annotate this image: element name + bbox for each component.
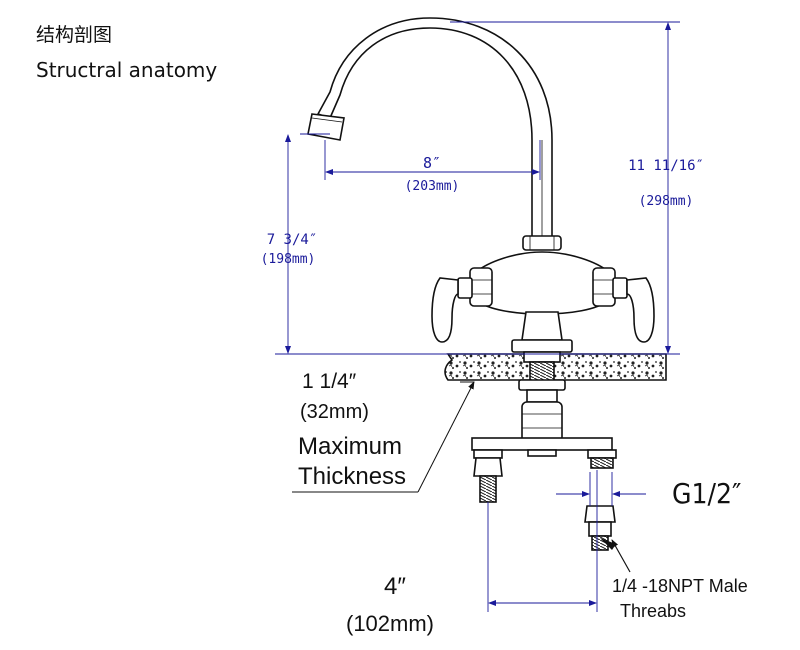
spout <box>317 17 553 239</box>
spout-reach-imperial: 8″ <box>423 154 441 172</box>
left-valve-nut <box>469 267 493 307</box>
spout-height-metric: (198mm) <box>261 252 316 267</box>
caption: 结构剖图 Structral anatomy <box>0 0 218 90</box>
thickness-label-thickness: Thickness <box>298 463 406 490</box>
base-column <box>521 311 563 341</box>
crossbar <box>471 437 613 451</box>
shank-spacing-metric: (102mm) <box>346 611 434 636</box>
spout-reach-metric: (203mm) <box>405 179 460 194</box>
total-height-metric: (298mm) <box>639 194 694 209</box>
left-lever-handle <box>431 277 459 343</box>
thickness-label-maximum: Maximum <box>298 433 402 460</box>
thickness-metric: (32mm) <box>300 401 369 423</box>
thickness-leader <box>292 381 475 493</box>
right-valve-nut <box>592 267 616 307</box>
aerator <box>307 113 345 141</box>
spout-collar <box>522 235 562 251</box>
npt-line1: 1/4 -18NPT Male <box>612 576 748 596</box>
total-height-imperial: 11 11/16″ <box>628 158 704 174</box>
base-flange <box>511 339 573 353</box>
thickness-imperial: 1 1/4″ <box>302 370 357 393</box>
thread-size-label: G1/2″ <box>672 477 741 510</box>
spout-height-imperial: 7 3/4″ <box>267 232 318 248</box>
faucet-body <box>307 17 655 353</box>
dimension-lines <box>275 21 680 612</box>
chinese-title: 结构剖图 <box>36 24 113 46</box>
shank-spacing-imperial: 4″ <box>384 573 406 600</box>
valve-body <box>475 251 610 315</box>
deck-slab <box>444 353 667 381</box>
english-title: Structral anatomy <box>36 58 218 82</box>
right-lever-handle <box>626 277 655 343</box>
npt-line2: Threabs <box>620 601 686 621</box>
mounting-hardware <box>471 351 617 551</box>
